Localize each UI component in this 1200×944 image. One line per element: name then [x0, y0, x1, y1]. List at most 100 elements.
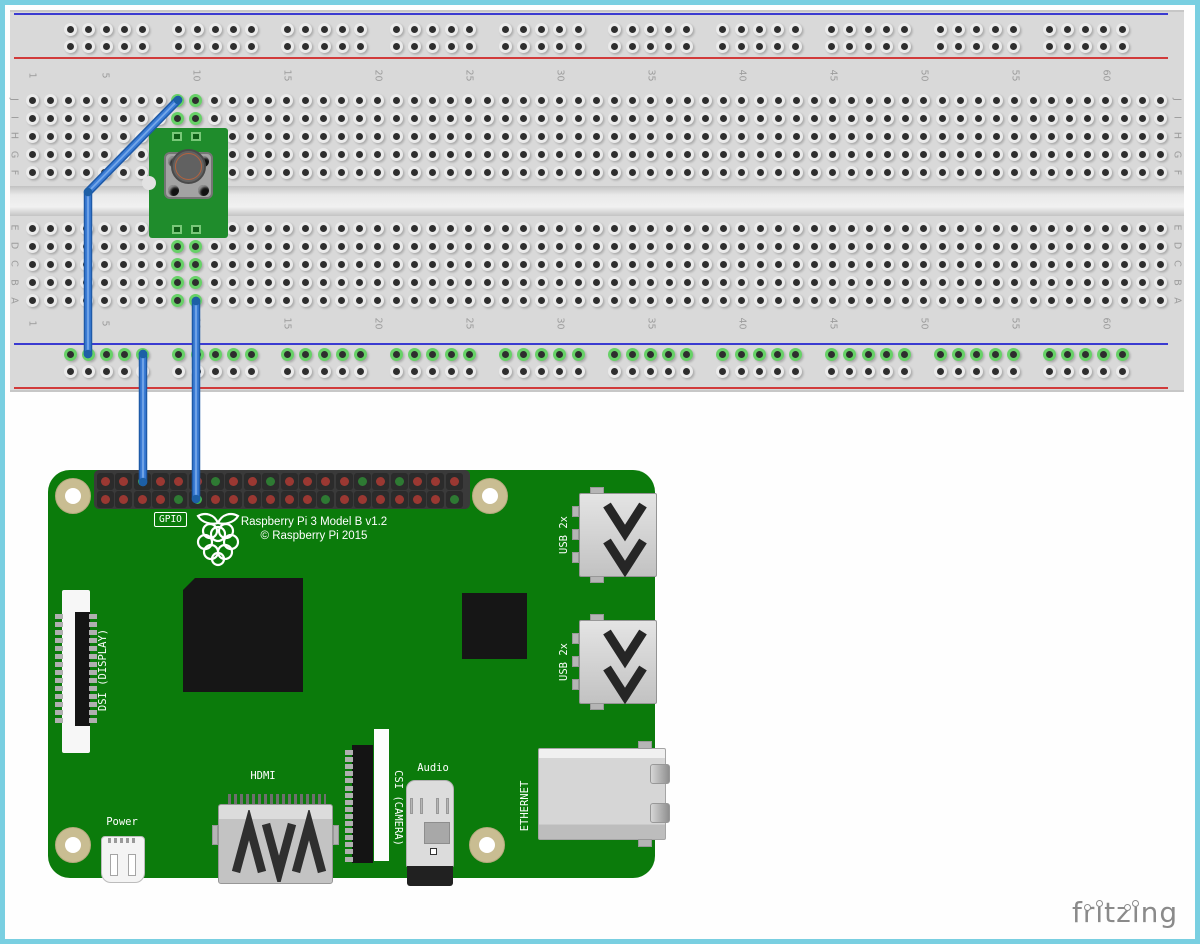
breadboard-hole[interactable]: [826, 111, 840, 125]
gpio-pin[interactable]: [335, 491, 353, 508]
breadboard-hole[interactable]: [189, 111, 203, 125]
breadboard-hole[interactable]: [1008, 148, 1022, 162]
breadboard-hole[interactable]: [61, 166, 75, 180]
breadboard-hole[interactable]: [516, 129, 530, 143]
breadboard-hole[interactable]: [316, 239, 330, 253]
breadboard-hole[interactable]: [25, 148, 39, 162]
breadboard-hole[interactable]: [607, 221, 621, 235]
breadboard-hole[interactable]: [626, 111, 640, 125]
breadboard-hole[interactable]: [535, 221, 549, 235]
breadboard-hole[interactable]: [535, 166, 549, 180]
breadboard-hole[interactable]: [389, 148, 403, 162]
breadboard-hole[interactable]: [971, 221, 985, 235]
breadboard-hole[interactable]: [316, 221, 330, 235]
breadboard-hole[interactable]: [25, 239, 39, 253]
breadboard-hole[interactable]: [480, 111, 494, 125]
breadboard-hole[interactable]: [717, 129, 731, 143]
breadboard-hole[interactable]: [753, 166, 767, 180]
gpio-pin[interactable]: [262, 473, 280, 490]
breadboard-hole[interactable]: [1008, 221, 1022, 235]
breadboard-hole[interactable]: [1062, 111, 1076, 125]
gpio-pin[interactable]: [152, 491, 170, 508]
breadboard-hole[interactable]: [917, 221, 931, 235]
breadboard-hole[interactable]: [862, 111, 876, 125]
breadboard-hole[interactable]: [771, 111, 785, 125]
breadboard-hole[interactable]: [444, 93, 458, 107]
breadboard-hole[interactable]: [553, 166, 567, 180]
gpio-pin[interactable]: [97, 491, 114, 508]
breadboard-hole[interactable]: [698, 148, 712, 162]
breadboard-hole[interactable]: [826, 166, 840, 180]
breadboard-hole[interactable]: [698, 111, 712, 125]
breadboard-hole[interactable]: [1099, 111, 1113, 125]
breadboard-hole[interactable]: [844, 221, 858, 235]
breadboard-hole[interactable]: [753, 239, 767, 253]
breadboard-hole[interactable]: [1153, 129, 1167, 143]
gpio-pin[interactable]: [298, 491, 316, 508]
breadboard-hole[interactable]: [444, 221, 458, 235]
breadboard-hole[interactable]: [262, 166, 276, 180]
breadboard-hole[interactable]: [243, 93, 257, 107]
breadboard-hole[interactable]: [535, 148, 549, 162]
gpio-pin[interactable]: [243, 491, 261, 508]
breadboard-hole[interactable]: [971, 129, 985, 143]
breadboard-hole[interactable]: [1044, 148, 1058, 162]
breadboard-hole[interactable]: [953, 239, 967, 253]
breadboard-hole[interactable]: [753, 129, 767, 143]
breadboard-hole[interactable]: [462, 148, 476, 162]
breadboard-hole[interactable]: [389, 93, 403, 107]
breadboard-hole[interactable]: [571, 239, 585, 253]
breadboard-hole[interactable]: [735, 221, 749, 235]
breadboard-hole[interactable]: [262, 111, 276, 125]
breadboard-hole[interactable]: [589, 93, 603, 107]
breadboard-hole[interactable]: [334, 148, 348, 162]
breadboard-hole[interactable]: [717, 239, 731, 253]
breadboard-hole[interactable]: [662, 111, 676, 125]
breadboard-hole[interactable]: [1081, 239, 1095, 253]
breadboard-hole[interactable]: [1026, 239, 1040, 253]
breadboard-hole[interactable]: [1117, 129, 1131, 143]
breadboard-hole[interactable]: [917, 129, 931, 143]
breadboard-hole[interactable]: [25, 257, 39, 271]
breadboard-hole[interactable]: [280, 221, 294, 235]
breadboard-hole[interactable]: [407, 166, 421, 180]
breadboard-hole[interactable]: [189, 93, 203, 107]
breadboard-hole[interactable]: [407, 148, 421, 162]
breadboard-hole[interactable]: [334, 129, 348, 143]
breadboard-hole[interactable]: [298, 239, 312, 253]
gpio-pin[interactable]: [390, 473, 408, 490]
breadboard-hole[interactable]: [1044, 221, 1058, 235]
breadboard-hole[interactable]: [389, 129, 403, 143]
breadboard-hole[interactable]: [371, 166, 385, 180]
breadboard-hole[interactable]: [444, 166, 458, 180]
gpio-pin[interactable]: [280, 491, 298, 508]
breadboard-hole[interactable]: [334, 239, 348, 253]
breadboard-hole[interactable]: [353, 129, 367, 143]
breadboard-hole[interactable]: [280, 239, 294, 253]
breadboard-hole[interactable]: [589, 221, 603, 235]
breadboard-hole[interactable]: [607, 129, 621, 143]
breadboard-hole[interactable]: [789, 221, 803, 235]
breadboard-hole[interactable]: [1062, 239, 1076, 253]
breadboard-hole[interactable]: [1081, 166, 1095, 180]
breadboard-hole[interactable]: [771, 148, 785, 162]
breadboard-hole[interactable]: [353, 239, 367, 253]
breadboard-hole[interactable]: [607, 148, 621, 162]
breadboard-hole[interactable]: [1153, 166, 1167, 180]
breadboard-hole[interactable]: [243, 166, 257, 180]
breadboard-hole[interactable]: [953, 111, 967, 125]
breadboard-hole[interactable]: [334, 166, 348, 180]
breadboard-hole[interactable]: [680, 129, 694, 143]
breadboard-hole[interactable]: [1099, 93, 1113, 107]
breadboard-hole[interactable]: [189, 239, 203, 253]
breadboard-hole[interactable]: [607, 239, 621, 253]
breadboard-hole[interactable]: [662, 221, 676, 235]
breadboard-hole[interactable]: [917, 239, 931, 253]
breadboard-hole[interactable]: [571, 93, 585, 107]
breadboard-hole[interactable]: [571, 129, 585, 143]
breadboard-hole[interactable]: [43, 129, 57, 143]
breadboard-hole[interactable]: [371, 111, 385, 125]
breadboard-hole[interactable]: [1135, 166, 1149, 180]
breadboard-hole[interactable]: [498, 166, 512, 180]
